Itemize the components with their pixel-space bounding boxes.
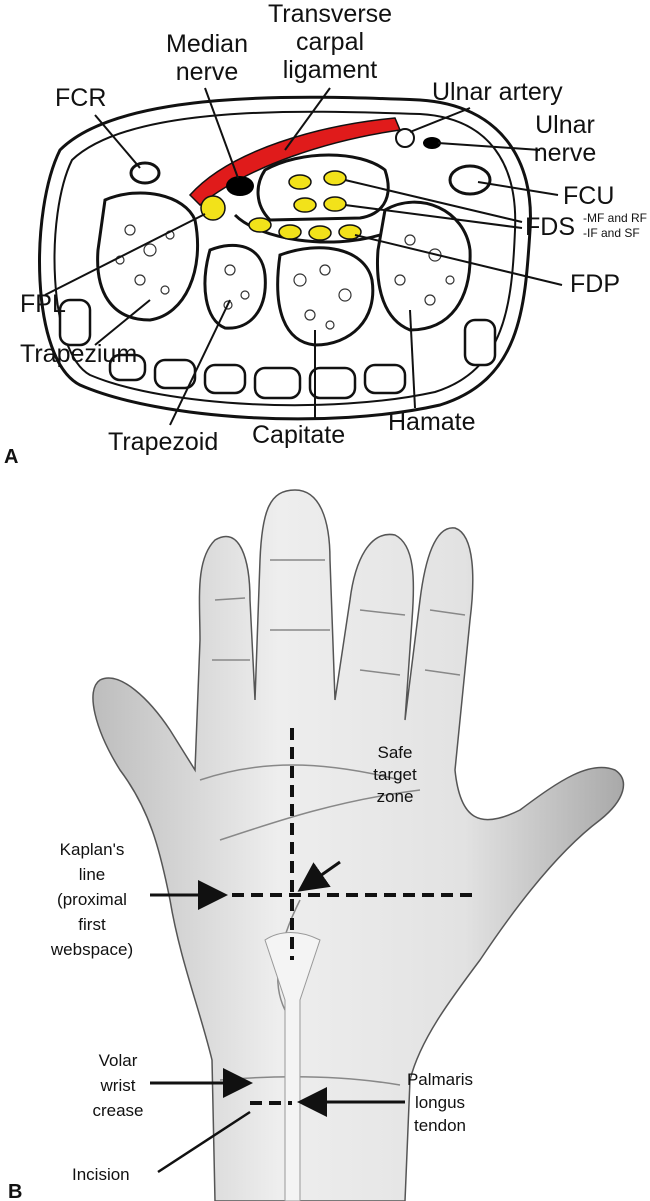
label-safe-zone-1: Safe (378, 743, 413, 762)
panel-b-arrows (150, 860, 405, 1174)
label-median-nerve-1: Median (166, 30, 248, 58)
label-kaplan-1: Kaplan's (60, 840, 125, 859)
label-incision: Incision (72, 1165, 130, 1184)
transverse-carpal-ligament (188, 117, 402, 207)
label-fds-sub-2: -IF and SF (583, 226, 640, 240)
fcr-tendon (129, 161, 161, 185)
label-volar-1: Volar (99, 1051, 138, 1070)
label-fdp: FDP (570, 270, 620, 298)
panel-letter-a: A (4, 446, 18, 468)
label-ulnar-nerve-1: Ulnar (535, 111, 595, 139)
label-kaplan-5: webspace) (50, 940, 133, 959)
label-tcl-1: Transverse (268, 0, 392, 28)
fcu-tendon (448, 164, 492, 196)
palmaris-longus-tendon (264, 932, 321, 1201)
label-palmaris-3: tendon (414, 1116, 466, 1135)
hamate-bone (375, 200, 472, 332)
label-median-nerve-2: nerve (176, 58, 239, 86)
label-safe-zone-2: target (373, 765, 417, 784)
panel-a-labels: Median nerve Transverse carpal ligament … (4, 0, 647, 468)
trapezoid-bone (203, 243, 267, 330)
label-tcl-2: carpal (296, 28, 364, 56)
label-trapezium: Trapezium (20, 340, 137, 368)
label-capitate: Capitate (252, 421, 345, 449)
label-palmaris-1: Palmaris (407, 1070, 473, 1089)
label-tcl-3: ligament (283, 56, 378, 84)
label-palmaris-2: longus (415, 1093, 465, 1112)
label-fcu: FCU (563, 182, 614, 210)
label-hamate: Hamate (388, 408, 476, 436)
label-ulnar-nerve-2: nerve (534, 139, 597, 167)
wrist-cross-section (38, 95, 532, 421)
fpl-tendon (200, 195, 226, 221)
panel-letter-b: B (8, 1181, 22, 1201)
label-kaplan-2: line (79, 865, 105, 884)
median-nerve (226, 176, 254, 196)
label-fpl: FPL (20, 290, 66, 318)
panel-b-labels: Safe target zone Kaplan's line (proximal… (8, 743, 473, 1201)
trapezium-bone (96, 191, 200, 322)
panel-a-leaders (44, 87, 563, 426)
label-safe-zone-3: zone (377, 787, 414, 806)
label-volar-2: wrist (100, 1076, 136, 1095)
ulnar-nerve (423, 137, 441, 149)
label-trapezoid: Trapezoid (108, 428, 218, 456)
hand-illustration (92, 489, 625, 1201)
label-fcr: FCR (55, 84, 106, 112)
label-volar-3: crease (92, 1101, 143, 1120)
label-ulnar-artery: Ulnar artery (432, 78, 563, 106)
capitate-bone (276, 246, 375, 347)
label-fds: FDS (525, 213, 575, 241)
label-fds-sub-1: -MF and RF (583, 211, 647, 225)
label-kaplan-4: first (78, 915, 106, 934)
label-kaplan-3: (proximal (57, 890, 127, 909)
ulnar-artery (395, 128, 415, 148)
